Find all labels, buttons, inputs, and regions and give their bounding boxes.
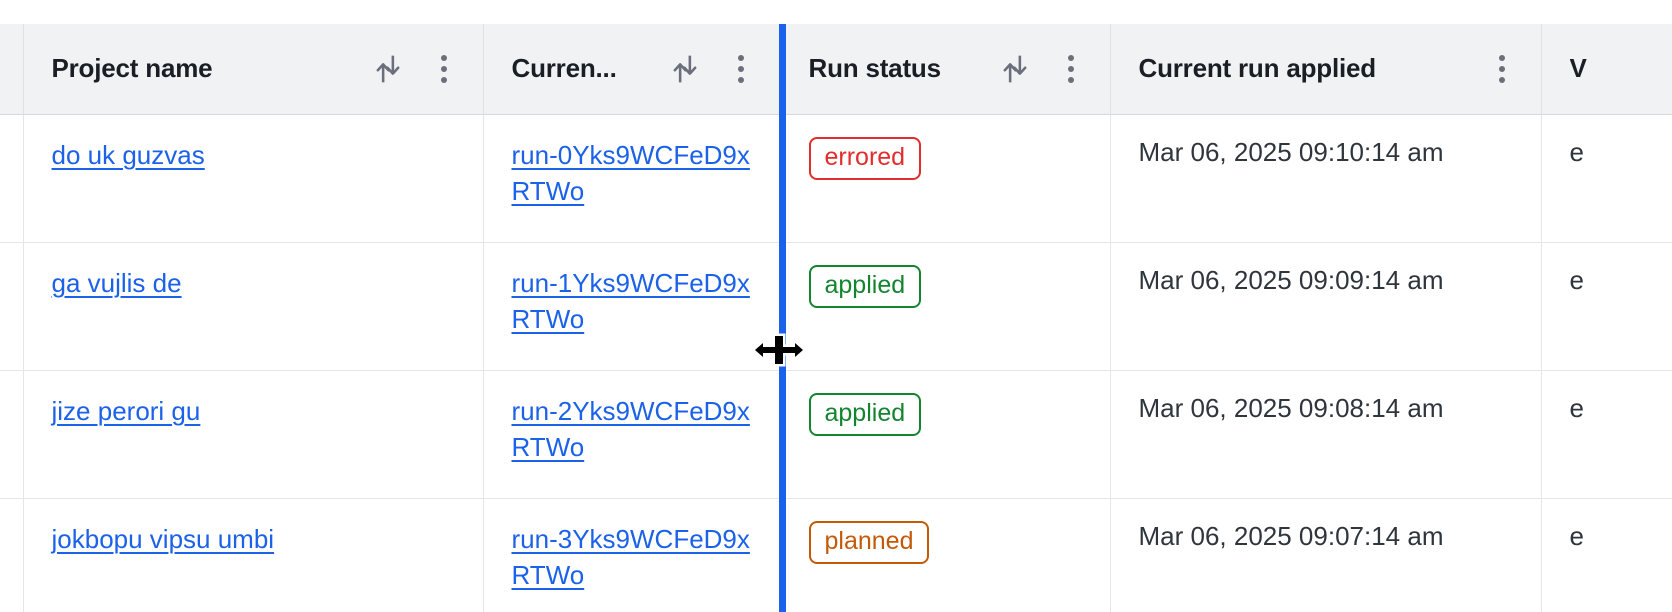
cell-overflow: e	[1541, 114, 1672, 243]
projects-table: Project name	[0, 24, 1672, 612]
row-select-cell[interactable]	[0, 242, 24, 371]
projects-table-container: Project name	[0, 24, 1672, 612]
cell-overflow: e	[1541, 498, 1672, 612]
project-name-link[interactable]: jize perori gu	[51, 395, 201, 426]
column-header-current-run-applied[interactable]: Current run applied	[1110, 24, 1542, 115]
overflow-value: e	[1569, 264, 1584, 295]
column-resize-indicator[interactable]	[779, 24, 786, 612]
cell-run-status: applied	[780, 370, 1111, 499]
cell-run-status: errored	[780, 114, 1111, 243]
table-row: jokbopu vipsu umbi run-3Yks9WCFeD9xRTWo …	[0, 498, 1672, 612]
kebab-menu-icon[interactable]	[1487, 52, 1517, 86]
status-badge: applied	[808, 392, 922, 436]
sort-arrows-icon[interactable]	[373, 52, 403, 86]
cell-current-run: run-2Yks9WCFeD9xRTWo	[483, 370, 781, 499]
column-header-overflow[interactable]: V	[1541, 24, 1672, 115]
current-run-link[interactable]: run-0Yks9WCFeD9xRTWo	[511, 139, 750, 207]
row-select-cell[interactable]	[0, 498, 24, 612]
status-badge: applied	[808, 264, 922, 308]
status-badge: errored	[808, 136, 922, 180]
current-run-link[interactable]: run-3Yks9WCFeD9xRTWo	[511, 523, 750, 591]
sort-arrows-icon[interactable]	[1000, 52, 1030, 86]
kebab-menu-icon[interactable]	[1056, 52, 1086, 86]
cell-current-run: run-1Yks9WCFeD9xRTWo	[483, 242, 781, 371]
sort-arrows-icon[interactable]	[670, 52, 700, 86]
cell-project-name: jize perori gu	[23, 370, 484, 499]
overflow-value: e	[1569, 136, 1584, 167]
status-badge: planned	[808, 520, 930, 564]
cell-current-run-applied: Mar 06, 2025 09:09:14 am	[1110, 242, 1542, 371]
table-row: jize perori gu run-2Yks9WCFeD9xRTWo appl…	[0, 370, 1672, 499]
current-run-applied-value: Mar 06, 2025 09:09:14 am	[1138, 264, 1444, 295]
table-body: do uk guzvas run-0Yks9WCFeD9xRTWo errore…	[0, 114, 1672, 612]
cell-current-run-applied: Mar 06, 2025 09:07:14 am	[1110, 498, 1542, 612]
cell-current-run-applied: Mar 06, 2025 09:08:14 am	[1110, 370, 1542, 499]
column-header-select[interactable]	[0, 24, 24, 115]
project-name-link[interactable]: ga vujlis de	[51, 267, 182, 298]
table-header: Project name	[0, 24, 1672, 115]
column-header-run-status[interactable]: Run status	[780, 24, 1111, 115]
current-run-applied-value: Mar 06, 2025 09:07:14 am	[1138, 520, 1444, 551]
cell-project-name: jokbopu vipsu umbi	[23, 498, 484, 612]
row-select-cell[interactable]	[0, 370, 24, 499]
table-row: ga vujlis de run-1Yks9WCFeD9xRTWo applie…	[0, 242, 1672, 371]
cell-project-name: ga vujlis de	[23, 242, 484, 371]
cell-current-run: run-3Yks9WCFeD9xRTWo	[483, 498, 781, 612]
kebab-menu-icon[interactable]	[726, 52, 756, 86]
cell-project-name: do uk guzvas	[23, 114, 484, 243]
overflow-value: e	[1569, 520, 1584, 551]
column-header-label-run-status: Run status	[808, 53, 941, 84]
column-header-label-current-run: Curren...	[511, 53, 617, 84]
cell-overflow: e	[1541, 242, 1672, 371]
cell-run-status: planned	[780, 498, 1111, 612]
project-name-link[interactable]: do uk guzvas	[51, 139, 205, 170]
overflow-value: e	[1569, 392, 1584, 423]
column-header-label-project-name: Project name	[51, 53, 213, 84]
cell-current-run-applied: Mar 06, 2025 09:10:14 am	[1110, 114, 1542, 243]
column-header-label-current-run-applied: Current run applied	[1138, 53, 1376, 84]
kebab-menu-icon[interactable]	[429, 52, 459, 86]
current-run-link[interactable]: run-1Yks9WCFeD9xRTWo	[511, 267, 750, 335]
column-header-project-name[interactable]: Project name	[23, 24, 484, 115]
row-select-cell[interactable]	[0, 114, 24, 243]
current-run-applied-value: Mar 06, 2025 09:10:14 am	[1138, 136, 1444, 167]
table-header-row: Project name	[0, 24, 1672, 115]
column-header-label-overflow: V	[1569, 53, 1587, 84]
column-header-current-run[interactable]: Curren...	[483, 24, 781, 115]
cell-run-status: applied	[780, 242, 1111, 371]
current-run-applied-value: Mar 06, 2025 09:08:14 am	[1138, 392, 1444, 423]
project-name-link[interactable]: jokbopu vipsu umbi	[51, 523, 275, 554]
current-run-link[interactable]: run-2Yks9WCFeD9xRTWo	[511, 395, 750, 463]
table-row: do uk guzvas run-0Yks9WCFeD9xRTWo errore…	[0, 114, 1672, 243]
cell-overflow: e	[1541, 370, 1672, 499]
cell-current-run: run-0Yks9WCFeD9xRTWo	[483, 114, 781, 243]
